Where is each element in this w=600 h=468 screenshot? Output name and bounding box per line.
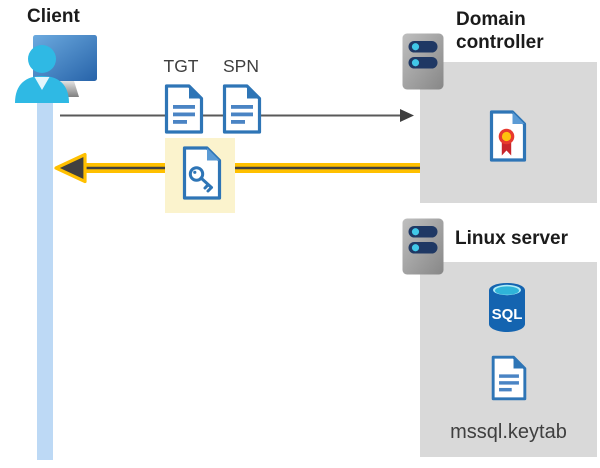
domain-controller-server-icon: [402, 33, 444, 90]
linux-server-icon: [402, 218, 444, 275]
domain-controller-label: Domain controller: [456, 9, 544, 53]
client-user-monitor-icon: [15, 35, 97, 103]
person-head: [28, 45, 56, 73]
sql-text: SQL: [492, 306, 523, 323]
person-collar: [34, 77, 50, 90]
keytab-document-icon: [491, 355, 527, 401]
certificate-icon: [489, 110, 527, 162]
sql-database-icon: SQL: [489, 283, 525, 332]
tgt-label: TGT: [163, 56, 199, 76]
tgt-document-icon: [164, 84, 204, 134]
linux-server-label: Linux server: [455, 228, 568, 249]
client-timeline-bar: [37, 100, 53, 460]
document-key-icon: [182, 146, 222, 200]
keytab-file-label: mssql.keytab: [450, 421, 567, 443]
spn-document-icon: [222, 84, 262, 134]
spn-label: SPN: [223, 56, 259, 76]
client-label: Client: [27, 6, 80, 27]
response-arrow: [54, 152, 420, 184]
